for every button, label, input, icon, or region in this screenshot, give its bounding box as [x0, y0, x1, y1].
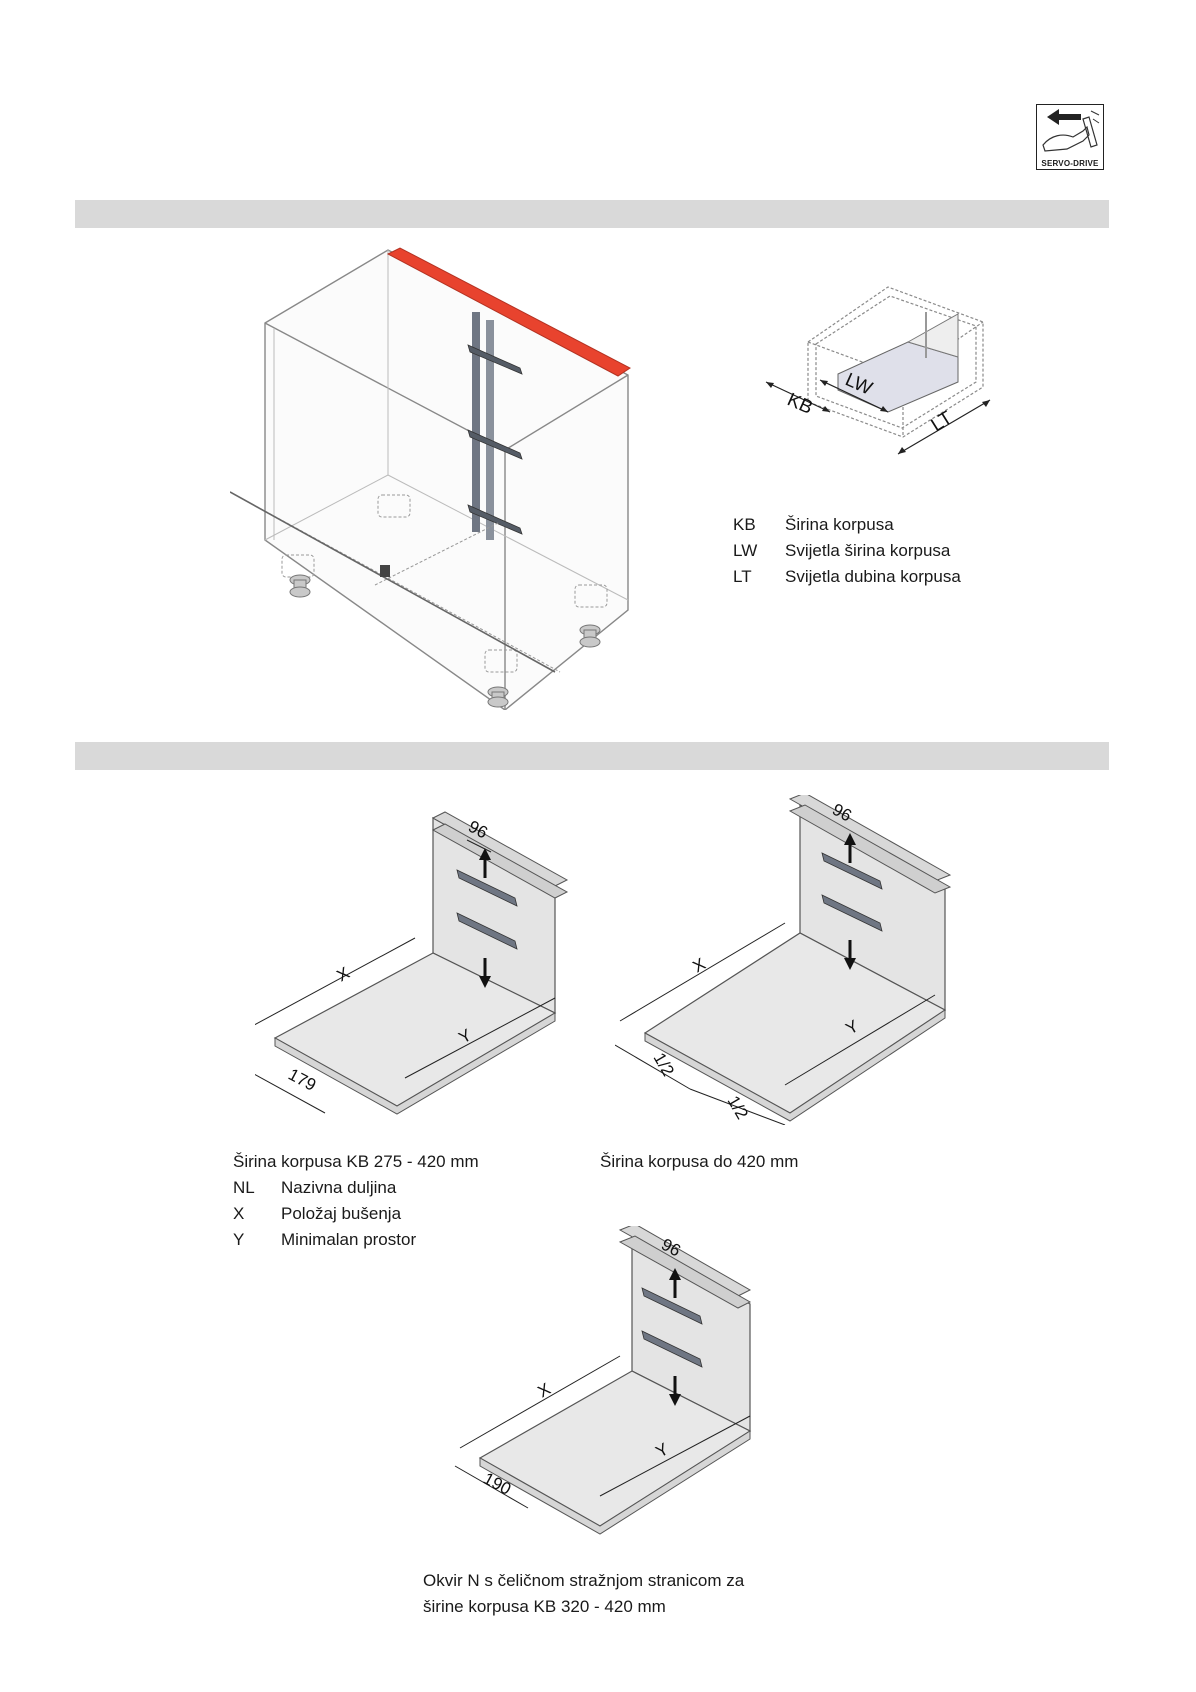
legend-key: X — [233, 1204, 245, 1223]
legend-key: LW — [733, 541, 758, 560]
legend-row: KB Širina korpusa — [733, 512, 961, 538]
legend-row: Y Minimalan prostor — [233, 1227, 479, 1253]
servo-drive-badge: SERVO-DRIVE — [1036, 104, 1104, 170]
section-1-header-band — [75, 200, 1109, 228]
legend-row: X Položaj bušenja — [233, 1201, 479, 1227]
drawer-dimension-diagram: LW KB LT — [765, 286, 991, 455]
caption-title: Širina korpusa KB 275 - 420 mm — [233, 1152, 479, 1171]
caption-okvir-n: Okvir N s čeličnom stražnjom stranicom z… — [423, 1568, 744, 1620]
servo-drive-icon — [1042, 109, 1100, 152]
dim-x-label: X — [334, 963, 353, 985]
drilling-diagram-190: 96 X Y 190 — [454, 1226, 752, 1535]
section-1-legend: KB Širina korpusa LW Svijetla širina korpu… — [733, 512, 961, 590]
section-2-header-band — [75, 742, 1109, 770]
legend-key: KB — [733, 515, 756, 534]
drilling-diagram-179: 96 X Y 179 — [255, 811, 569, 1115]
cabinet-illustration — [230, 247, 631, 710]
legend-text: Širina korpusa — [785, 515, 894, 534]
legend-text: Položaj bušenja — [281, 1204, 402, 1223]
caption-kb-up-to-420: Širina korpusa do 420 mm — [600, 1152, 799, 1171]
legend-text: Svijetla dubina korpusa — [785, 567, 961, 586]
lt-label: LT — [928, 407, 957, 436]
caption-kb-275-420: Širina korpusa KB 275 - 420 mm NL Nazivna… — [233, 1149, 479, 1253]
legend-text: Svijetla širina korpusa — [785, 541, 951, 560]
top-rail-highlight — [386, 247, 631, 377]
legend-key: NL — [233, 1178, 255, 1197]
kb-label: KB — [784, 389, 816, 418]
dim-x-label: X — [690, 954, 709, 976]
legend-row: NL Nazivna duljina — [233, 1175, 479, 1201]
legend-row: LW Svijetla širina korpusa — [733, 538, 961, 564]
servo-drive-label: SERVO-DRIVE — [1041, 159, 1099, 168]
legend-key: Y — [233, 1230, 245, 1249]
caption-line-2: širine korpusa KB 320 - 420 mm — [423, 1597, 666, 1616]
legend-text: Minimalan prostor — [281, 1230, 417, 1249]
legend-row: LT Svijetla dubina korpusa — [733, 564, 961, 590]
caption-line-1: Okvir N s čeličnom stražnjom stranicom z… — [423, 1571, 745, 1590]
drilling-diagram-half: 96 X Y 1/2 1/2 — [615, 795, 952, 1125]
dim-179-label: 179 — [285, 1065, 319, 1095]
legend-key: LT — [733, 567, 752, 586]
legend-text: Nazivna duljina — [281, 1178, 397, 1197]
dim-x-label: X — [535, 1379, 554, 1401]
